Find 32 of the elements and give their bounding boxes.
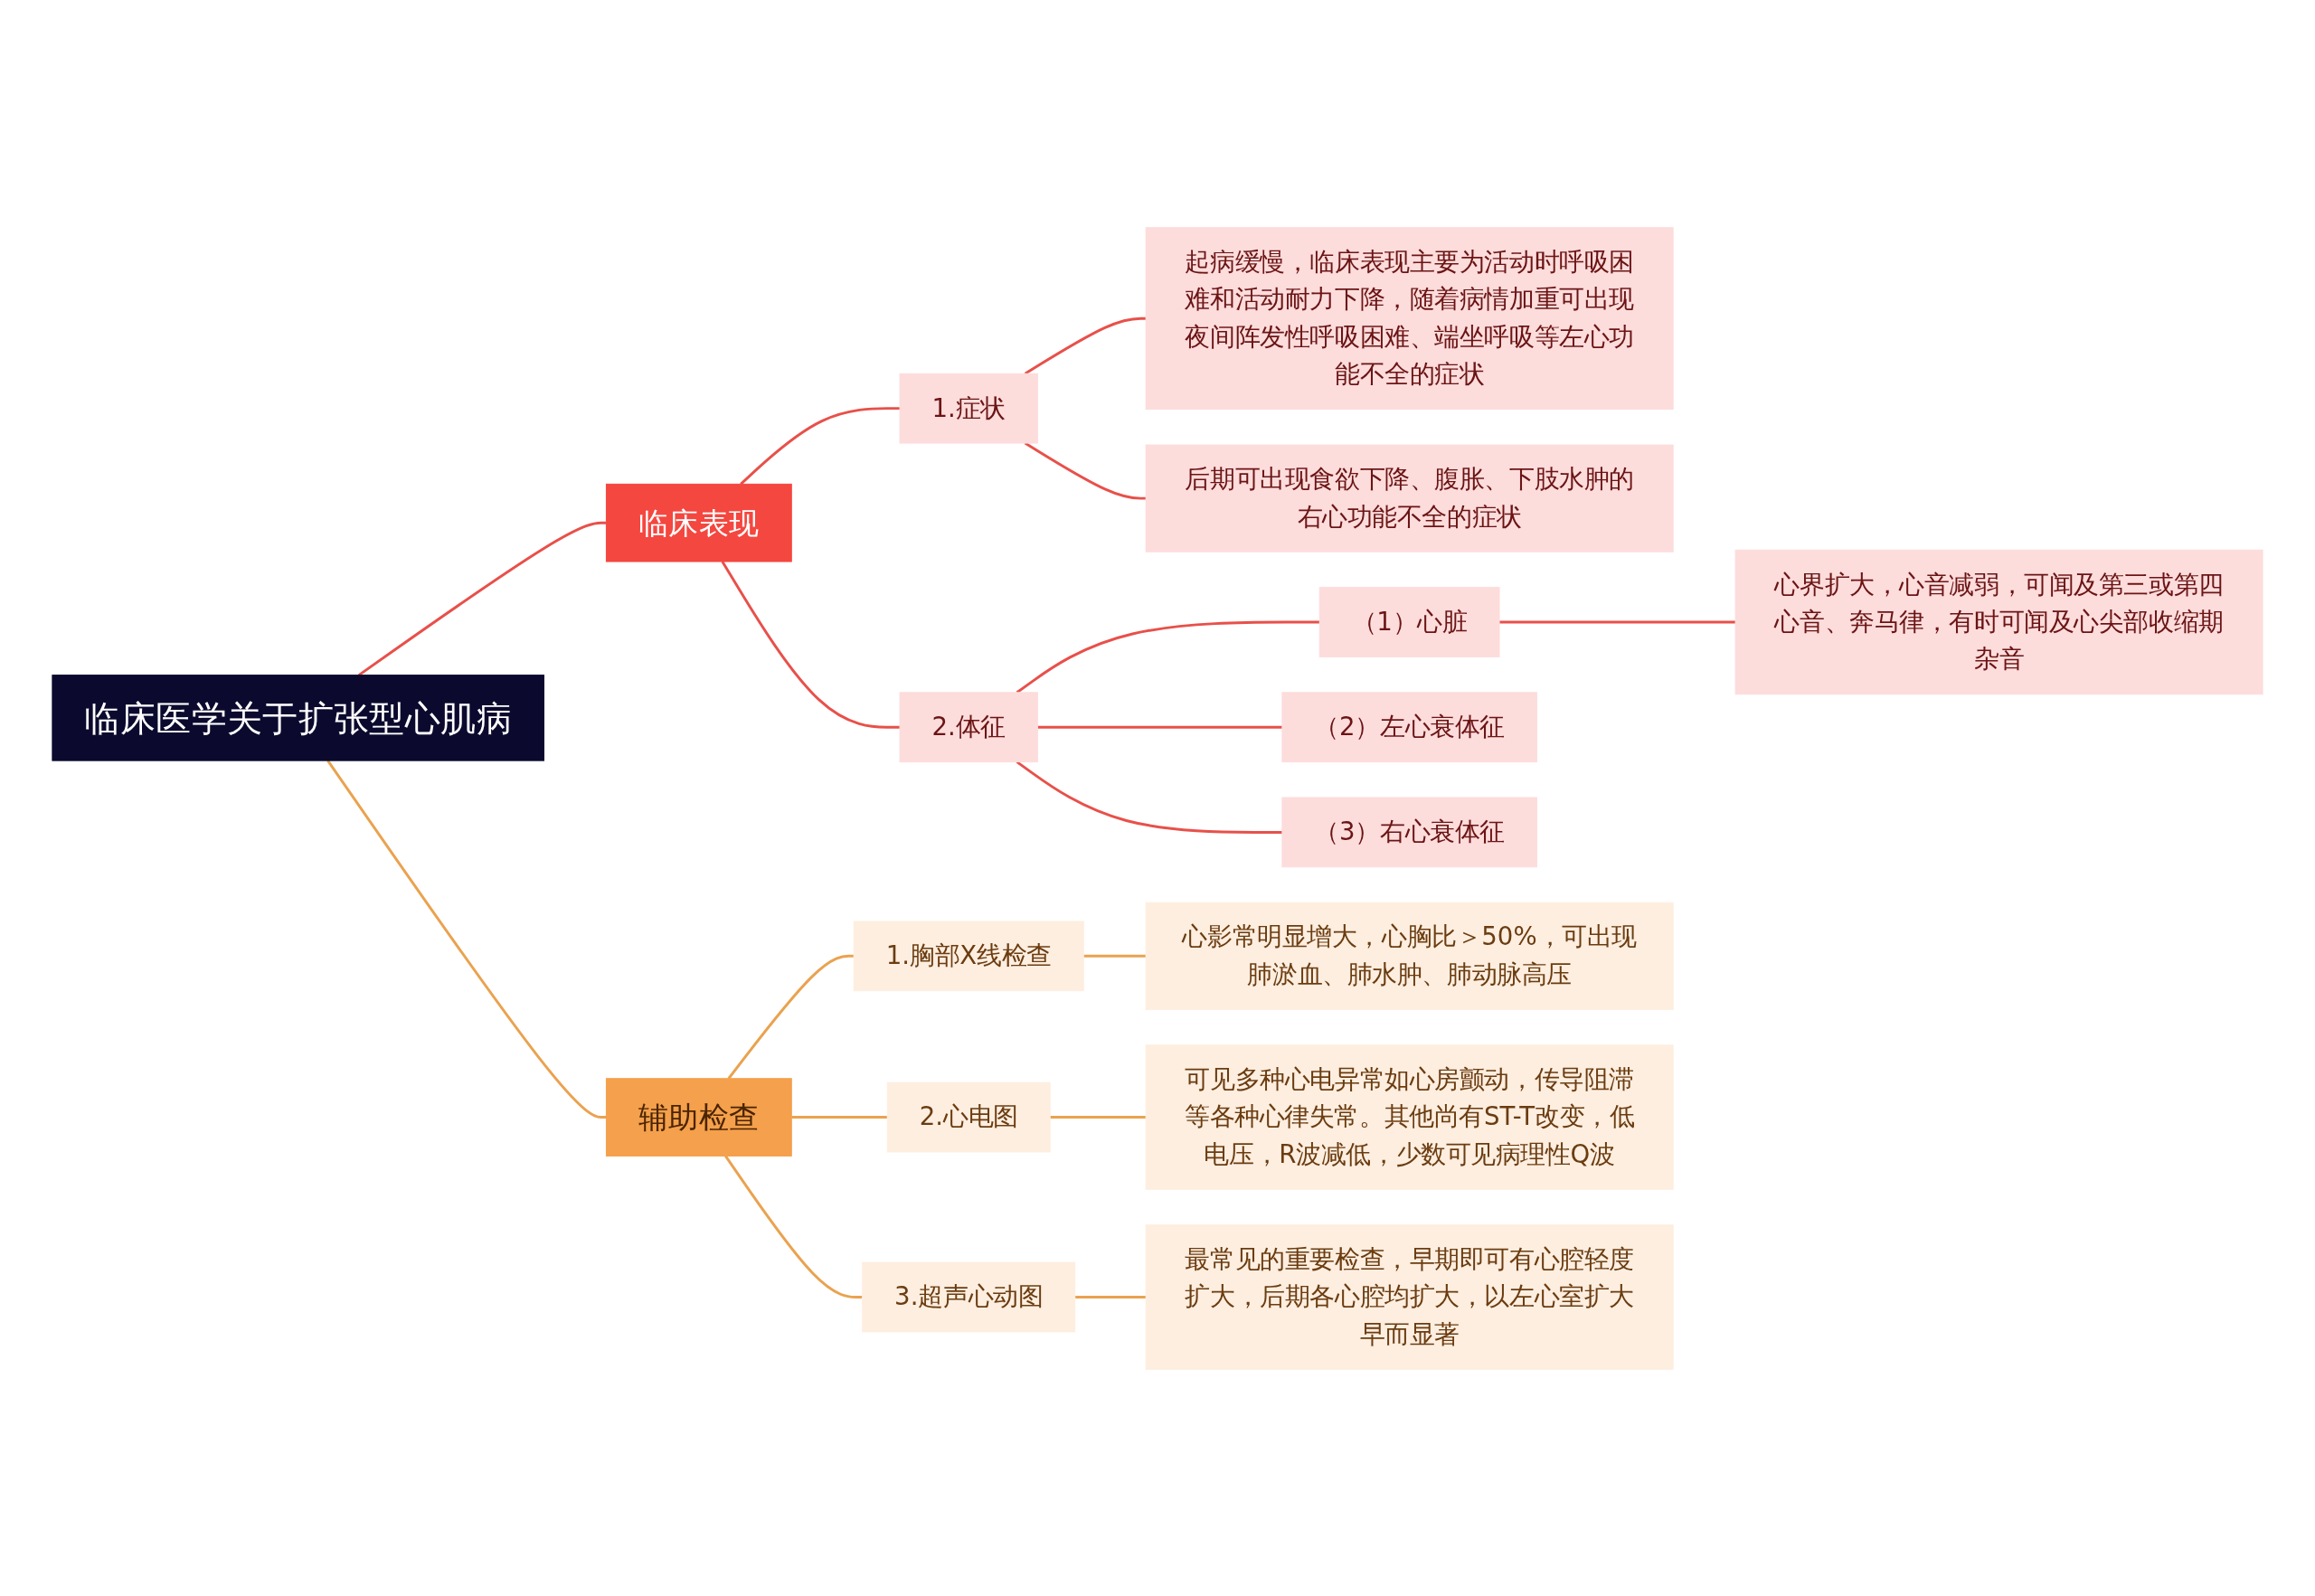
node-box: 1.症状 xyxy=(899,373,1038,444)
node-box: 临床表现 xyxy=(605,483,792,562)
node-box: 起病缓慢，临床表现主要为活动时呼吸困难和活动耐力下降，随着病情加重可出现夜间阵发性呼吸困难、端坐呼吸等左心功能不全的症状 xyxy=(1145,226,1674,410)
node-box: 心影常明显增大，心胸比＞50%，可出现肺淤血、肺水肿、肺动脉高压 xyxy=(1145,902,1674,1010)
connector xyxy=(1024,316,1147,374)
node-box: 临床医学关于扩张型心肌病 xyxy=(52,674,544,761)
connector xyxy=(326,759,607,1119)
node-box: 辅助检查 xyxy=(605,1077,792,1157)
node-box: （3）右心衰体征 xyxy=(1281,797,1537,867)
connector xyxy=(1083,954,1147,958)
connector xyxy=(791,1115,888,1119)
node-box: 后期可出现食欲下降、腹胀、下肢水肿的右心功能不全的症状 xyxy=(1145,444,1674,552)
connector xyxy=(1016,620,1320,694)
node-box: 1.胸部X线检查 xyxy=(853,920,1084,991)
connector xyxy=(1024,441,1147,500)
connector xyxy=(727,954,855,1080)
connector xyxy=(740,406,901,485)
node-box: 2.心电图 xyxy=(886,1081,1051,1152)
connector xyxy=(724,1155,863,1299)
connector xyxy=(1050,1115,1147,1119)
connector xyxy=(1499,620,1736,623)
node-box: （2）左心衰体征 xyxy=(1281,691,1537,762)
node-box: （1）心脏 xyxy=(1318,586,1500,657)
connector xyxy=(721,560,901,729)
connector xyxy=(357,521,607,676)
connector xyxy=(1037,725,1282,729)
node-box: 2.体征 xyxy=(899,691,1038,762)
node-box: 心界扩大，心音减弱，可闻及第三或第四心音、奔马律，有时可闻及心尖部收缩期杂音 xyxy=(1734,549,2263,694)
node-box: 3.超声心动图 xyxy=(862,1261,1076,1332)
node-box: 最常见的重要检查，早期即可有心腔轻度扩大，后期各心腔均扩大，以左心室扩大早而显著 xyxy=(1145,1223,1674,1370)
connector xyxy=(1074,1295,1147,1299)
node-box: 可见多种心电异常如心房颤动，传导阻滞等各种心律失常。其他尚有ST-T改变，低电压，R波减低，少数可见病理性Q波 xyxy=(1145,1044,1674,1190)
